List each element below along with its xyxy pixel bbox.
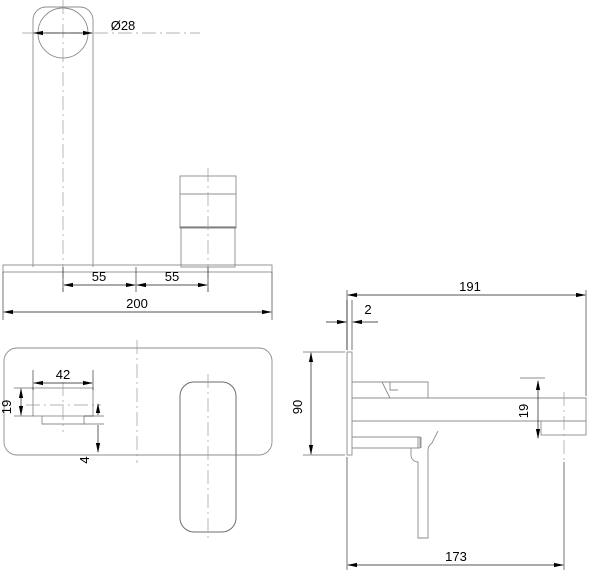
dim-label-2: 2 (364, 302, 371, 317)
spout-shoulder-upper (352, 381, 429, 398)
dim-label-55-right: 55 (165, 269, 179, 284)
handle-collar-side (352, 436, 421, 448)
dim-label-173: 173 (445, 549, 467, 564)
view-front-elevation: Ø28 55 55 200 (2, 0, 273, 320)
spout-arm-side (352, 397, 587, 422)
dim-label-42: 42 (56, 367, 70, 382)
wall-plate-plan (3, 347, 273, 456)
lever-handle-side (410, 430, 439, 539)
dim-label-19-side: 19 (516, 404, 531, 418)
dim-label-200: 200 (126, 296, 148, 311)
collar-notch (417, 437, 422, 448)
dim-label-4: 4 (77, 456, 92, 463)
view-side-elevation: 191 2 90 19 173 (290, 279, 587, 570)
dim-label-90: 90 (290, 400, 305, 414)
dim-label-d28: Ø28 (111, 18, 136, 33)
spout-shoulder-chamfer (381, 381, 398, 399)
aerator-block-side (540, 420, 587, 436)
dim-label-55-left: 55 (92, 269, 106, 284)
view-plan: 42 19 4 (0, 340, 273, 540)
wall-plate-front (2, 264, 273, 273)
wall-plate-side (346, 351, 353, 456)
dim-label-19-plan: 19 (0, 400, 14, 414)
dim-label-191: 191 (459, 279, 481, 294)
